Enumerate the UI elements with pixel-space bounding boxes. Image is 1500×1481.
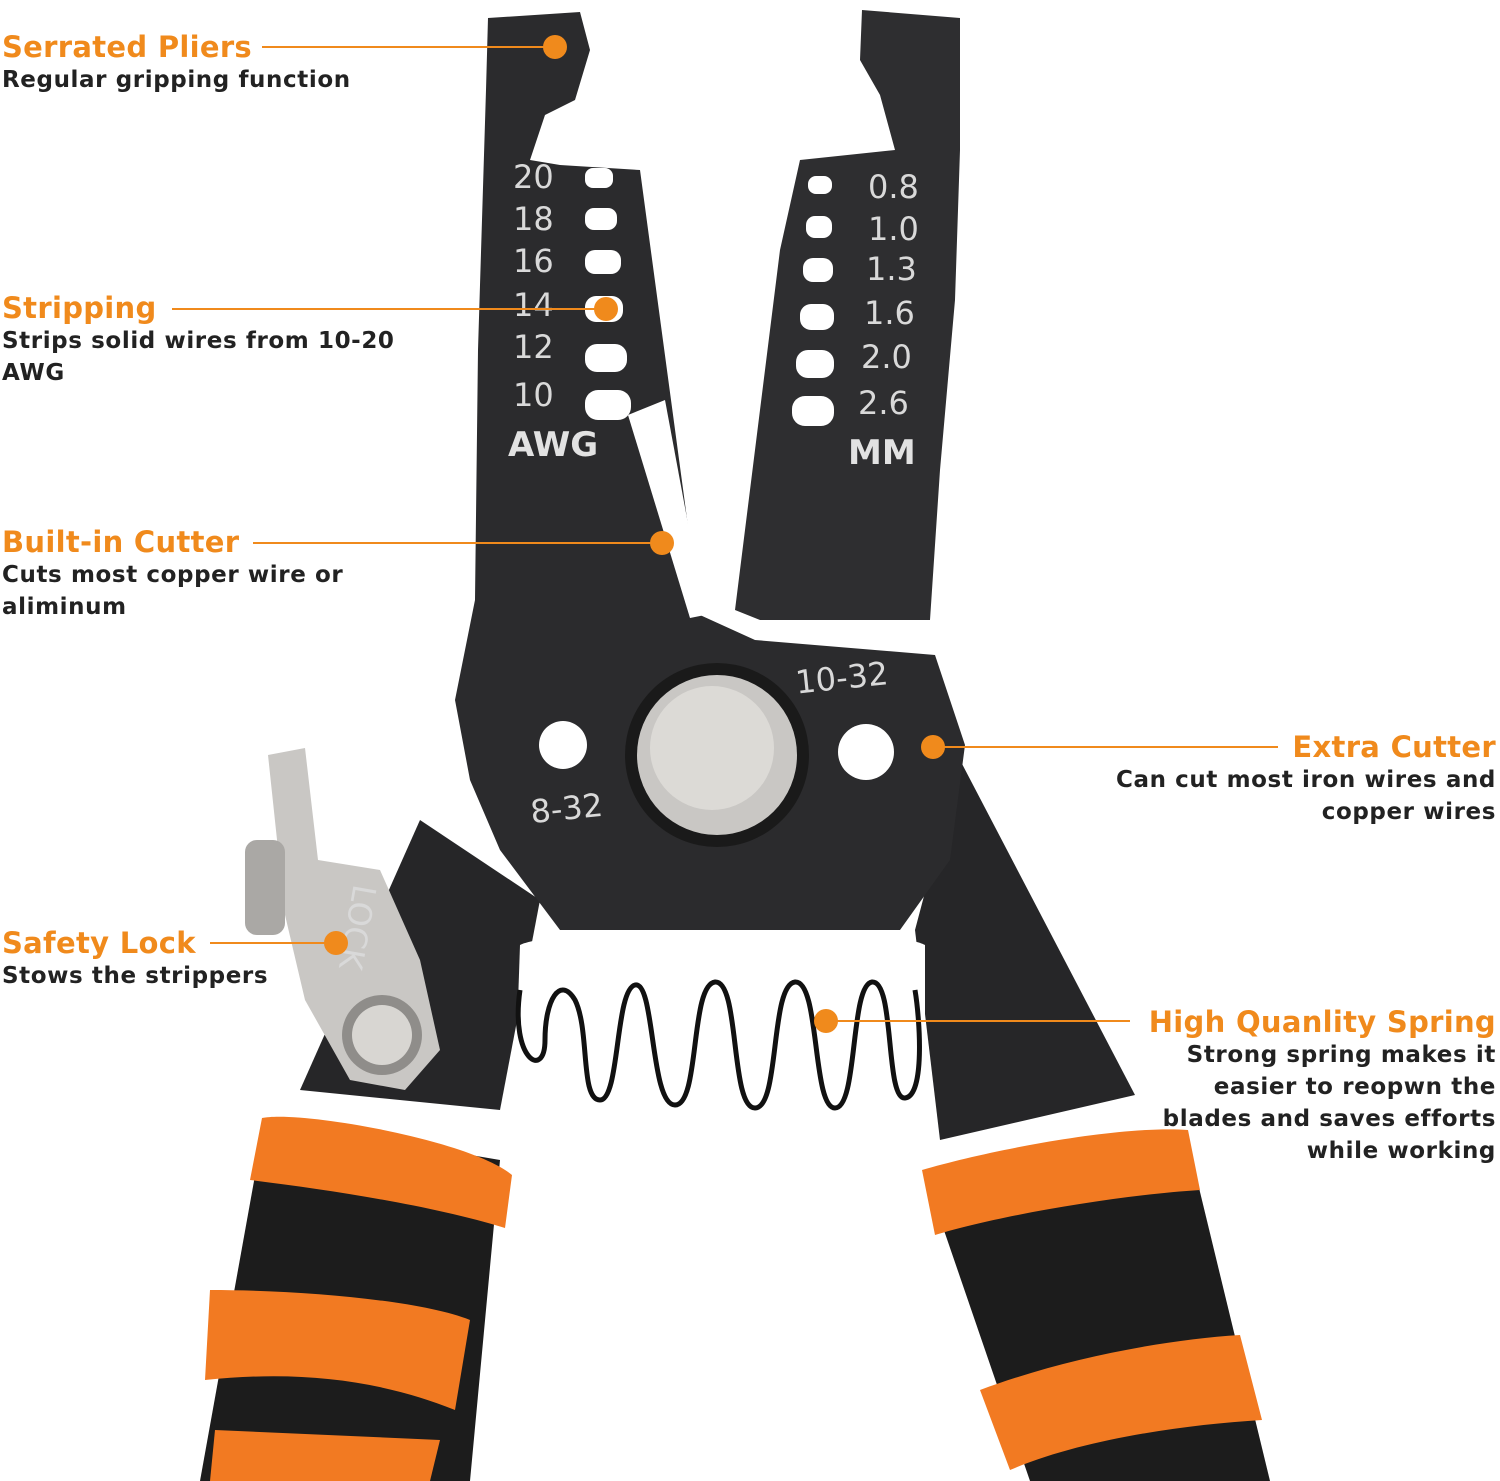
awg-20: 20 [513,158,554,196]
callout-desc: Strips solid wires from 10-20 AWG [2,328,395,386]
left-jaw [455,12,965,930]
callout-desc-line: blades and saves efforts [1162,1106,1496,1132]
callout-title: Extra Cutter [1292,730,1496,764]
callout-desc-line: easier to reopwn the [1213,1074,1496,1100]
right-handle [922,1129,1270,1481]
awg-scale: 20 18 16 14 12 10 AWG [508,158,598,465]
awg-10: 10 [513,376,554,414]
callout-desc-line: Can cut most iron wires and [1116,767,1496,793]
hole-label-8-32: 8-32 [528,786,604,831]
callout-spring: High Quanlity Spring Strong spring makes… [1149,1005,1496,1167]
callout-title: Safety Lock [2,926,196,960]
callout-desc-line: Strong spring makes it [1186,1042,1496,1068]
awg-unit: AWG [508,425,598,465]
hole-8-32 [539,721,587,769]
mm-1-3: 1.3 [866,250,917,288]
callout-desc: Regular gripping function [2,67,351,93]
mm-2-0: 2.0 [861,338,912,376]
callout-desc: Stows the strippers [2,963,269,989]
spring [515,979,922,1111]
mm-2-6: 2.6 [858,384,909,422]
awg-12: 12 [513,328,554,366]
callout-serrated-pliers: Serrated Pliers Regular gripping functio… [2,30,351,96]
callout-title: Serrated Pliers [2,30,252,64]
right-jaw [735,10,960,620]
awg-16: 16 [513,242,554,280]
right-arm [915,760,1135,1140]
callout-extra-cutter: Extra Cutter Can cut most iron wires and… [1116,730,1496,828]
leader-lines [172,35,1278,1033]
mm-0-8: 0.8 [868,168,919,206]
safety-lock[interactable]: LOCK [245,748,440,1090]
callout-title: Built-in Cutter [2,525,240,559]
callout-title: Stripping [2,291,157,325]
callout-desc-line: copper wires [1321,799,1496,825]
awg-14: 14 [513,286,554,324]
callout-title: High Quanlity Spring [1148,1005,1496,1039]
mm-1-0: 1.0 [868,210,919,248]
mm-scale: 0.8 1.0 1.3 1.6 2.0 2.6 MM [848,168,919,473]
callout-desc: Cuts most copper wire or aliminum [2,562,344,620]
mm-1-6: 1.6 [864,294,915,332]
callout-desc-line: while working [1306,1138,1496,1164]
callout-built-in-cutter: Built-in Cutter Cuts most copper wire or… [2,525,372,623]
mm-unit: MM [848,433,916,473]
hole-10-32 [838,724,894,780]
callout-safety-lock: Safety Lock Stows the strippers [2,926,268,992]
left-handle [200,1116,512,1481]
callout-stripping: Stripping Strips solid wires from 10-20 … [2,291,422,389]
awg-18: 18 [513,200,554,238]
